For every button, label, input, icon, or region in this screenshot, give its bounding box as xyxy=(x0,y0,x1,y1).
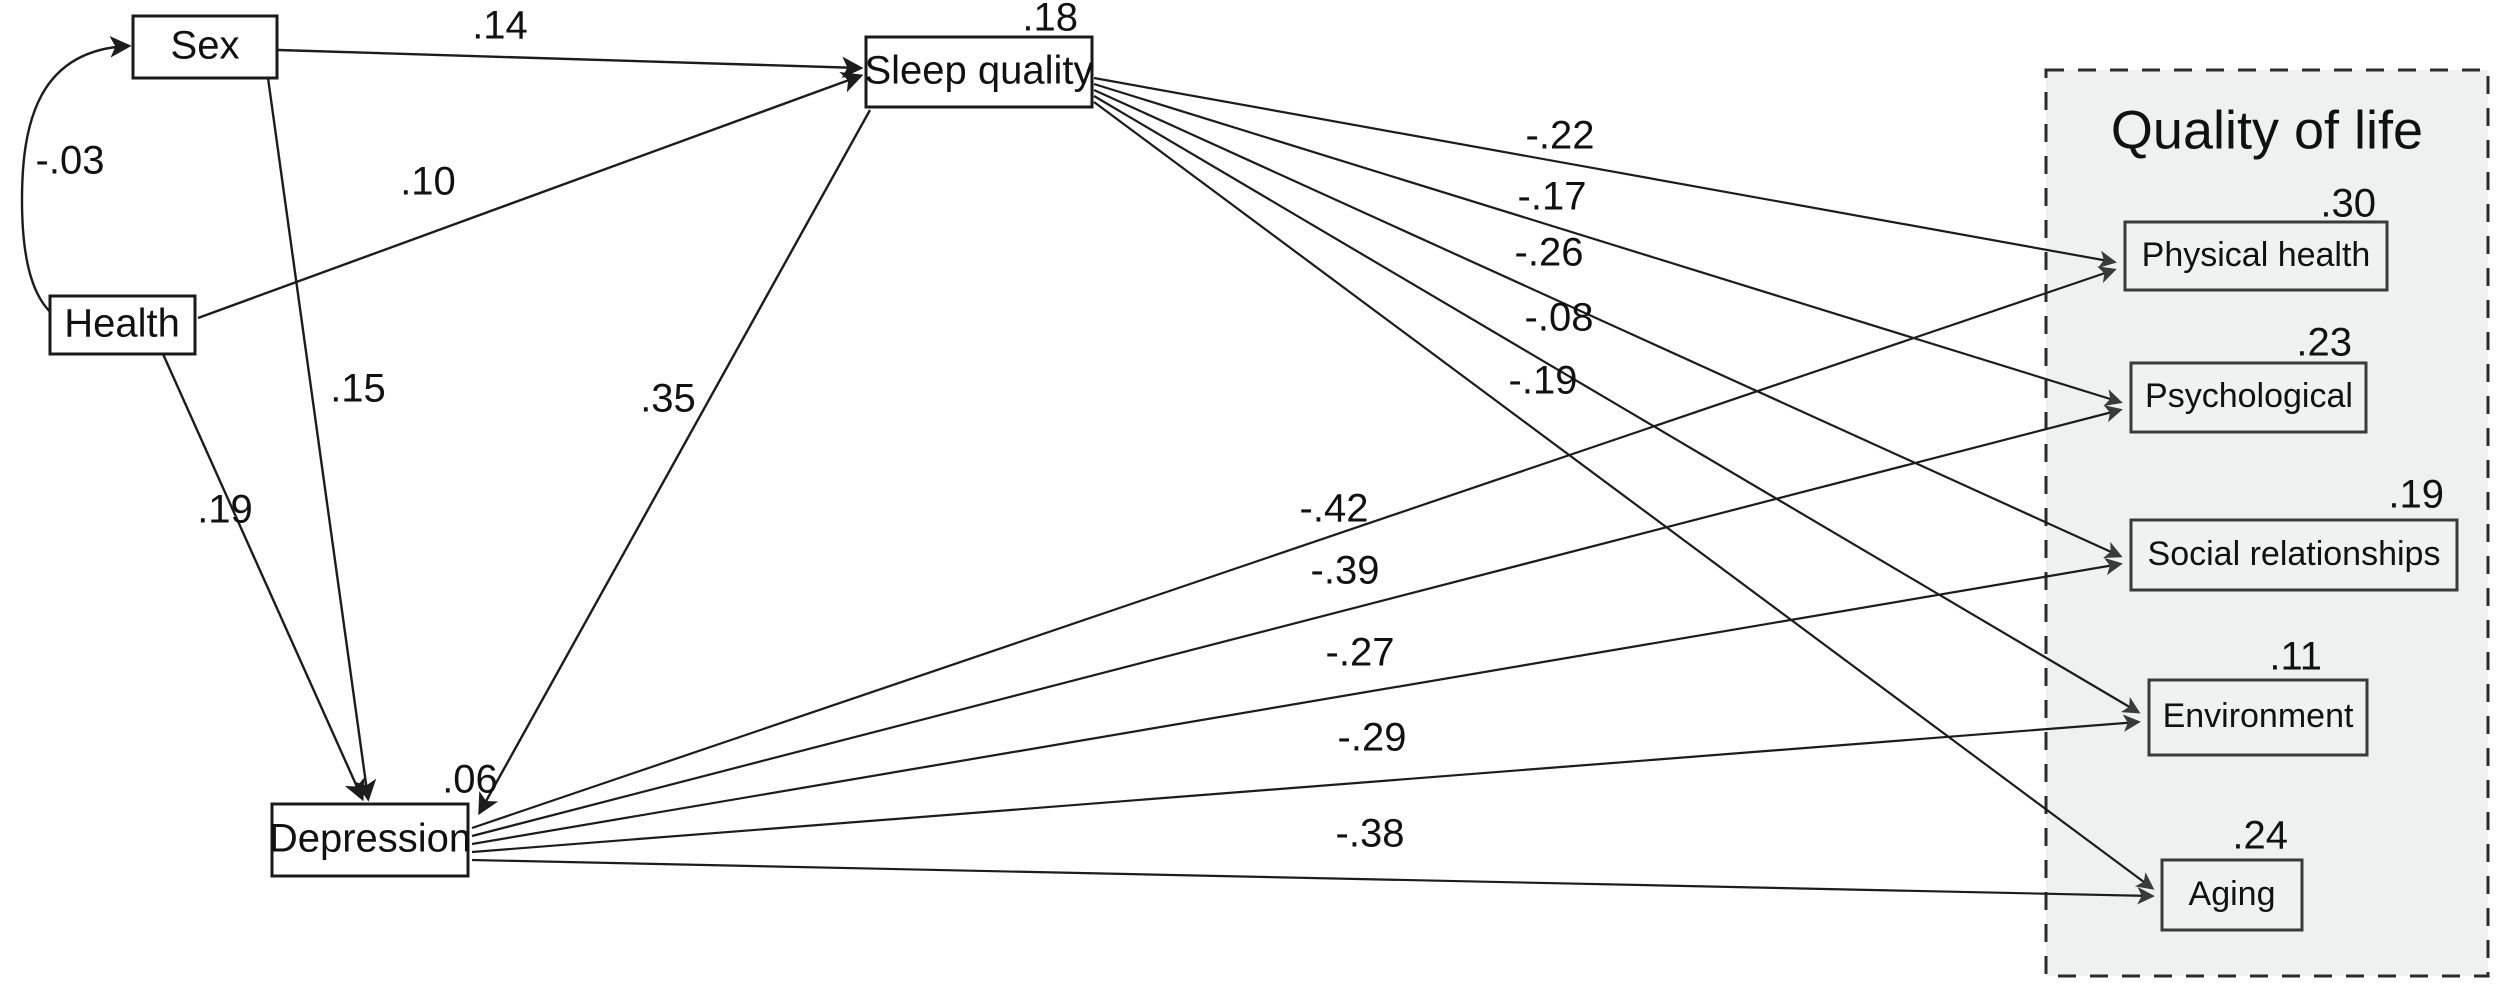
node-label-depression: Depression xyxy=(269,817,471,861)
path-sleep-to-social-relationships xyxy=(1093,88,2123,558)
node-box-social-relationships[interactable] xyxy=(2129,518,2459,592)
node-label-psychological: Psychological xyxy=(2145,377,2353,415)
coef-sleep-to-social-relationships: -.26 xyxy=(1515,231,1584,275)
node-label-environment: Environment xyxy=(2163,697,2354,735)
coef-depression-to-social-relationships: -.27 xyxy=(1326,631,1395,675)
node-box-sleep-quality[interactable] xyxy=(864,35,1094,109)
coef-health-to-sleep-quality: .10 xyxy=(400,160,456,204)
coef-sex-to-sleep-quality: .14 xyxy=(472,4,528,48)
node-box-psychological[interactable] xyxy=(2129,361,2368,434)
coef-sleep-to-environment: -.08 xyxy=(1525,296,1594,340)
node-label-physical-health: Physical health xyxy=(2142,236,2371,274)
quality-of-life-title: Quality of life xyxy=(2111,100,2423,160)
node-label-sex: Sex xyxy=(171,24,240,68)
path-sex-health-covariance xyxy=(20,36,132,339)
node-label-aging: Aging xyxy=(2189,875,2276,913)
path-sleep-to-psychological xyxy=(1093,82,2123,407)
coef-sleep-to-psychological: -.17 xyxy=(1518,175,1587,219)
r2-environment: .11 xyxy=(2269,635,2322,679)
coef-sleep-quality-to-depression: .35 xyxy=(640,377,696,421)
path-depression-to-physical-health xyxy=(471,266,2117,830)
path-sleep-to-environment xyxy=(1093,95,2141,714)
node-label-social-relationships: Social relationships xyxy=(2148,535,2441,573)
node-label-health: Health xyxy=(64,302,180,346)
coef-depression-to-physical-health: -.42 xyxy=(1300,487,1369,531)
path-sleep-quality-to-depression xyxy=(478,109,872,816)
path-sex-to-sleep-quality xyxy=(277,48,864,79)
coef-sleep-to-physical-health: -.22 xyxy=(1526,114,1595,158)
r2-sleep-quality: .18 xyxy=(1022,0,1078,40)
path-sex-to-depression xyxy=(266,77,377,802)
path-sleep-to-physical-health xyxy=(1093,76,2117,269)
path-depression-to-psychological xyxy=(471,405,2123,838)
coef-sex-to-depression: .15 xyxy=(330,367,386,411)
node-label-sleep-quality: Sleep quality xyxy=(864,49,1093,93)
coef-sex-health-covariance: -.03 xyxy=(36,139,105,183)
path-depression-to-aging xyxy=(471,858,2155,905)
node-box-environment[interactable] xyxy=(2147,678,2369,757)
path-depression-to-social-relationships xyxy=(471,557,2123,846)
r2-physical-health: .30 xyxy=(2320,182,2376,226)
path-depression-to-environment xyxy=(471,714,2141,854)
r2-depression: .06 xyxy=(442,758,498,802)
node-box-health[interactable] xyxy=(48,294,197,356)
path-health-to-sleep-quality xyxy=(197,72,864,320)
node-box-sex[interactable] xyxy=(131,14,279,80)
coef-depression-to-environment: -.29 xyxy=(1338,716,1407,760)
coef-depression-to-psychological: -.39 xyxy=(1311,549,1380,593)
coef-sleep-to-aging: -.19 xyxy=(1509,359,1578,403)
coef-health-to-depression: .19 xyxy=(197,488,253,532)
r2-psychological: .23 xyxy=(2296,321,2352,365)
node-box-depression[interactable] xyxy=(270,802,470,878)
node-box-physical-health[interactable] xyxy=(2123,220,2389,292)
node-box-aging[interactable] xyxy=(2160,858,2304,932)
coef-depression-to-aging: -.38 xyxy=(1336,812,1405,856)
path-health-to-depression xyxy=(161,353,365,802)
r2-aging: .24 xyxy=(2232,814,2288,858)
path-sleep-to-aging xyxy=(1093,101,2155,890)
r2-social-relationships: .19 xyxy=(2388,473,2444,517)
